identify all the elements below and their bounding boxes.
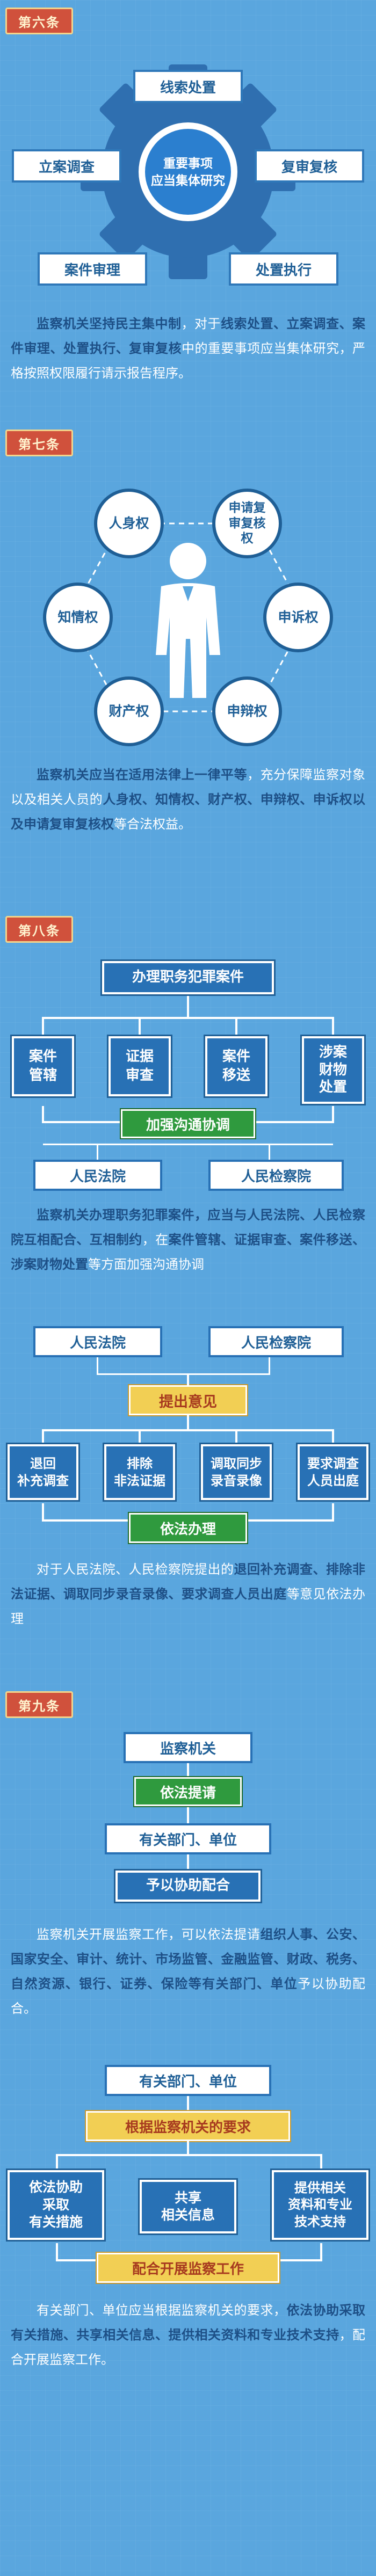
person-icon xyxy=(156,543,220,698)
bold-segment: 监察机关办理职务犯罪案件，应当与人民法院、人民检察院互相配合、互相制约 xyxy=(11,1207,365,1247)
right-information: 知情权 xyxy=(43,583,113,652)
right-property: 财产权 xyxy=(94,676,164,746)
text-segment: 等合法权益。 xyxy=(114,817,191,832)
article-8-text-1: 监察机关办理职务犯罪案件，应当与人民法院、人民检察院互相配合、互相制约，在案件管… xyxy=(11,1203,365,1277)
article-6-tag: 第六条 xyxy=(5,8,73,34)
text-segment: ，对于 xyxy=(181,316,221,331)
right-appeal: 申诉权 xyxy=(263,583,333,652)
article-9-tag: 第九条 xyxy=(5,1691,73,1718)
text-segment: 等意见依法办理 xyxy=(11,1587,366,1626)
item-supplementary-investigation: 退回 补充调查 xyxy=(8,1444,78,1500)
suggestion-box: 提出意见 xyxy=(129,1385,247,1415)
coordination-box: 加强沟通协调 xyxy=(121,1109,255,1138)
job-crime-cases-box: 办理职务犯罪案件 xyxy=(102,961,274,994)
text-segment: ，在 xyxy=(142,1232,169,1247)
item-investigator-appearance: 要求调查 人员出庭 xyxy=(298,1444,368,1500)
right-personal: 人身权 xyxy=(94,489,164,558)
court-box-2: 人民法院 xyxy=(33,1326,162,1357)
item-exclude-illegal-evidence: 排除 非法证据 xyxy=(104,1444,175,1500)
article-7-text: 监察机关应当在适用法律上一律平等，充分保障监察对象以及相关人员的人身权、知情权、… xyxy=(11,762,365,836)
article-9-text-2: 有关部门、单位应当根据监察机关的要求，依法协助采取有关措施、共享相关信息、提供相… xyxy=(11,2298,365,2372)
item-execution: 处置执行 xyxy=(229,252,338,286)
item-provide-materials: 提供相关 资料和专业 技术支持 xyxy=(272,2170,368,2240)
bold-segment: 人身权、知情权、财产权、申辩权、申诉权以及申请复审复核权 xyxy=(11,792,366,832)
request-by-law-box: 依法提请 xyxy=(134,1777,242,1806)
item-case-trial: 案件审理 xyxy=(38,252,147,286)
handle-by-law-box: 依法办理 xyxy=(129,1513,247,1543)
bold-segment: 案件管辖、证据审查、案件移送、涉案财物处置 xyxy=(11,1232,366,1272)
text-segment: 予以协助配合。 xyxy=(11,1976,366,2016)
departments-box-1: 有关部门、单位 xyxy=(105,1823,271,1854)
item-review: 复审复核 xyxy=(255,149,364,183)
assist-cooperate-box: 予以协助配合 xyxy=(115,1871,261,1902)
text-segment: ，配合开展监察工作。 xyxy=(11,2327,366,2367)
article-6-text: 监察机关坚持民主集中制，对于线索处置、立案调查、案件审理、处置执行、复审复核中的… xyxy=(11,311,365,385)
item-property-disposal: 涉案 财物 处置 xyxy=(302,1036,364,1104)
item-synchronous-recording: 调取同步 录音录像 xyxy=(201,1444,272,1500)
procuratorate-box-1: 人民检察院 xyxy=(208,1160,344,1191)
text-segment: ，充分保障监察对象以及相关人员的 xyxy=(11,767,365,807)
text-segment: 对于人民法院、人民检察院提出的 xyxy=(37,1562,234,1577)
text-segment: 有关部门、单位应当根据监察机关的要求， xyxy=(37,2303,287,2318)
article-7-tag: 第七条 xyxy=(5,430,73,456)
per-request-box: 根据监察机关的要求 xyxy=(86,2111,290,2141)
item-jurisdiction: 案件 管辖 xyxy=(12,1036,74,1096)
bold-segment: 依法协助采取有关措施、共享相关信息、提供相关资料和专业技术支持 xyxy=(11,2303,365,2342)
item-clue-handling: 线索处置 xyxy=(133,70,243,103)
article-8-text-2: 对于人民法院、人民检察院提出的退回补充调查、排除非法证据、调取同步录音录像、要求… xyxy=(11,1557,365,1631)
right-review-application: 申请复审复核权 xyxy=(212,489,282,558)
right-defense: 申辩权 xyxy=(212,676,282,746)
item-assist-measures: 依法协助 采取 有关措施 xyxy=(8,2170,104,2240)
item-case-filing: 立案调查 xyxy=(12,149,121,183)
supervisory-organ-box: 监察机关 xyxy=(124,1732,252,1763)
article-9-text-1: 监察机关开展监察工作，可以依法提请组织人事、公安、国家安全、审计、统计、市场监管… xyxy=(11,1922,365,2021)
text-segment: 等方面加强沟通协调 xyxy=(88,1257,204,1272)
bold-segment: 退回补充调查、排除非法证据、调取同步录音录像、要求调查人员出庭 xyxy=(11,1562,365,1602)
text-segment: 中的重要事项应当集体研究，严格按照权限履行请示报告程序。 xyxy=(11,341,365,381)
departments-box-2: 有关部门、单位 xyxy=(105,2065,271,2096)
article-8-tag: 第八条 xyxy=(5,916,73,943)
bold-segment: 线索处置、立案调查、案件审理、处置执行、复审复核 xyxy=(11,316,365,356)
cooperate-work-box: 配合开展监察工作 xyxy=(97,2253,279,2283)
gear-center-label: 重要事项 应当集体研究 xyxy=(151,156,225,188)
bold-segment: 组织人事、公安、国家安全、审计、统计、市场监管、金融监管、财政、税务、自然资源、… xyxy=(11,1927,365,1991)
procuratorate-box-2: 人民检察院 xyxy=(208,1326,344,1357)
bold-segment: 监察机关坚持民主集中制 xyxy=(37,316,182,331)
item-case-transfer: 案件 移送 xyxy=(205,1036,267,1096)
text-segment: 监察机关开展监察工作，可以依法提请 xyxy=(37,1927,261,1942)
item-evidence-review: 证据 审查 xyxy=(109,1036,171,1096)
bold-segment: 监察机关应当在适用法律上一律平等 xyxy=(37,767,247,782)
item-share-info: 共享 相关信息 xyxy=(140,2180,236,2233)
court-box-1: 人民法院 xyxy=(33,1160,162,1191)
